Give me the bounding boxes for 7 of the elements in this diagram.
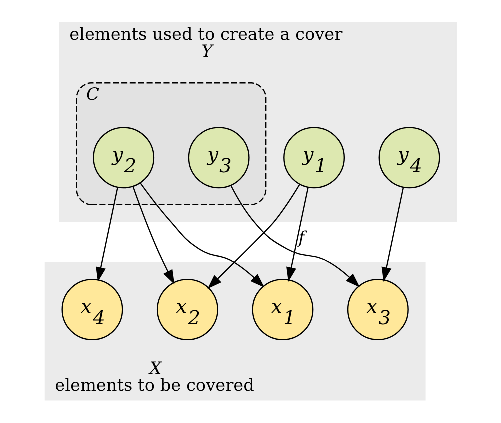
- arrow: [286, 187, 308, 282]
- arrow: [207, 184, 300, 289]
- arrow: [230, 186, 360, 288]
- arrow: [140, 182, 264, 288]
- arrow: [381, 187, 404, 282]
- arrow: [132, 186, 174, 285]
- arrow: [96, 187, 118, 282]
